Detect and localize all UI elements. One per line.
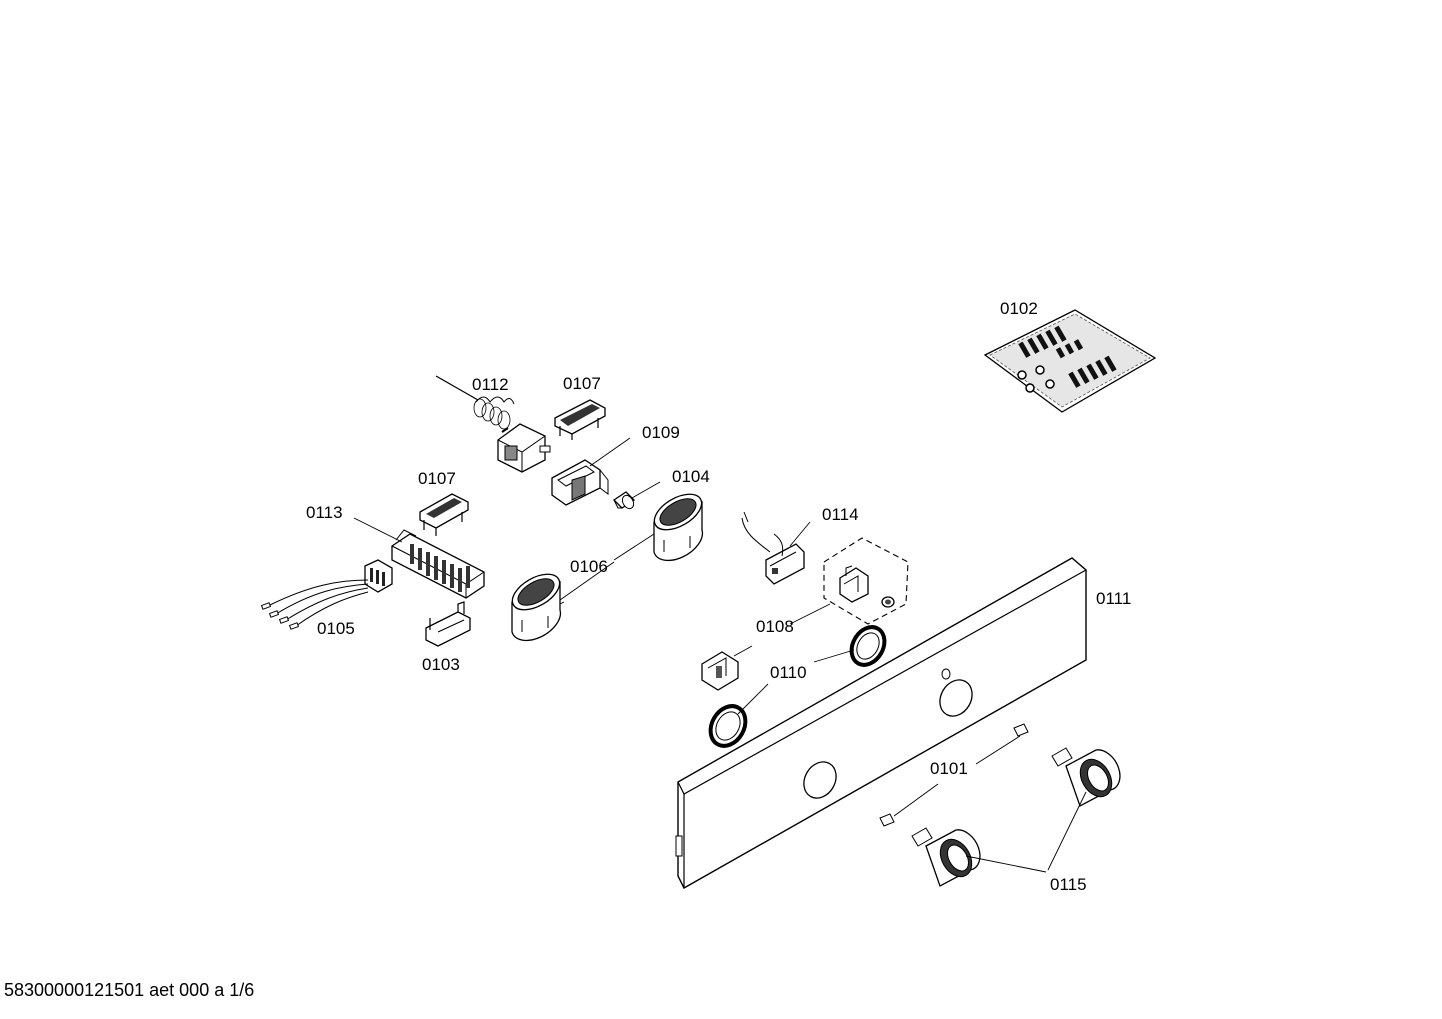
- ring-0110-upper: [849, 625, 887, 667]
- label-0115: 0115: [1050, 875, 1087, 894]
- knob-0115-upper: [1051, 747, 1121, 807]
- label-0110: 0110: [770, 663, 807, 682]
- label-0103: 0103: [422, 655, 460, 674]
- label-0108: 0108: [756, 617, 794, 636]
- leader-lines: [353, 437, 1087, 873]
- label-0109: 0109: [642, 423, 680, 442]
- thermostat-0112: [435, 375, 551, 473]
- holder-0109: [551, 459, 609, 506]
- label-0102: 0102: [1000, 299, 1038, 318]
- clip-0103: [425, 601, 471, 647]
- label-0106: 0106: [570, 557, 608, 576]
- cap-0106-upper: [653, 493, 704, 562]
- insert-0101-lower: [879, 813, 895, 827]
- label-0105: 0105: [317, 619, 355, 638]
- switch-0108-loose: [701, 651, 739, 691]
- switch-group-0108: [823, 537, 909, 625]
- knob-0115-lower: [911, 827, 981, 887]
- circuit-board-0114: [741, 511, 805, 585]
- cap-0106-lower: [511, 573, 562, 642]
- label-0107-lower: 0107: [418, 469, 456, 488]
- lamp-0104: [612, 491, 636, 510]
- label-0104: 0104: [672, 467, 710, 486]
- document-footer-id: 58300000121501 aet 000 a 1/6: [4, 980, 255, 1000]
- wire-harness-0105: [260, 559, 393, 630]
- ring-0110-lower: [708, 704, 748, 748]
- switch-0113: [391, 529, 485, 599]
- label-0112: 0112: [472, 375, 509, 394]
- insert-0101-upper: [1013, 723, 1029, 737]
- label-0101: 0101: [930, 759, 968, 778]
- bracket-0107-lower: [419, 493, 469, 536]
- control-panel-0111: [675, 557, 1087, 889]
- screw-bag-0102: [983, 309, 1157, 413]
- label-0114: 0114: [822, 505, 859, 524]
- label-0111: 0111: [1096, 589, 1131, 608]
- label-0107-upper: 0107: [563, 374, 601, 393]
- label-0113: 0113: [306, 503, 343, 522]
- part-labels: 0102 0112 0107 0109 0104 0107 0113 0114 …: [306, 299, 1131, 894]
- bracket-0107-upper: [554, 399, 606, 440]
